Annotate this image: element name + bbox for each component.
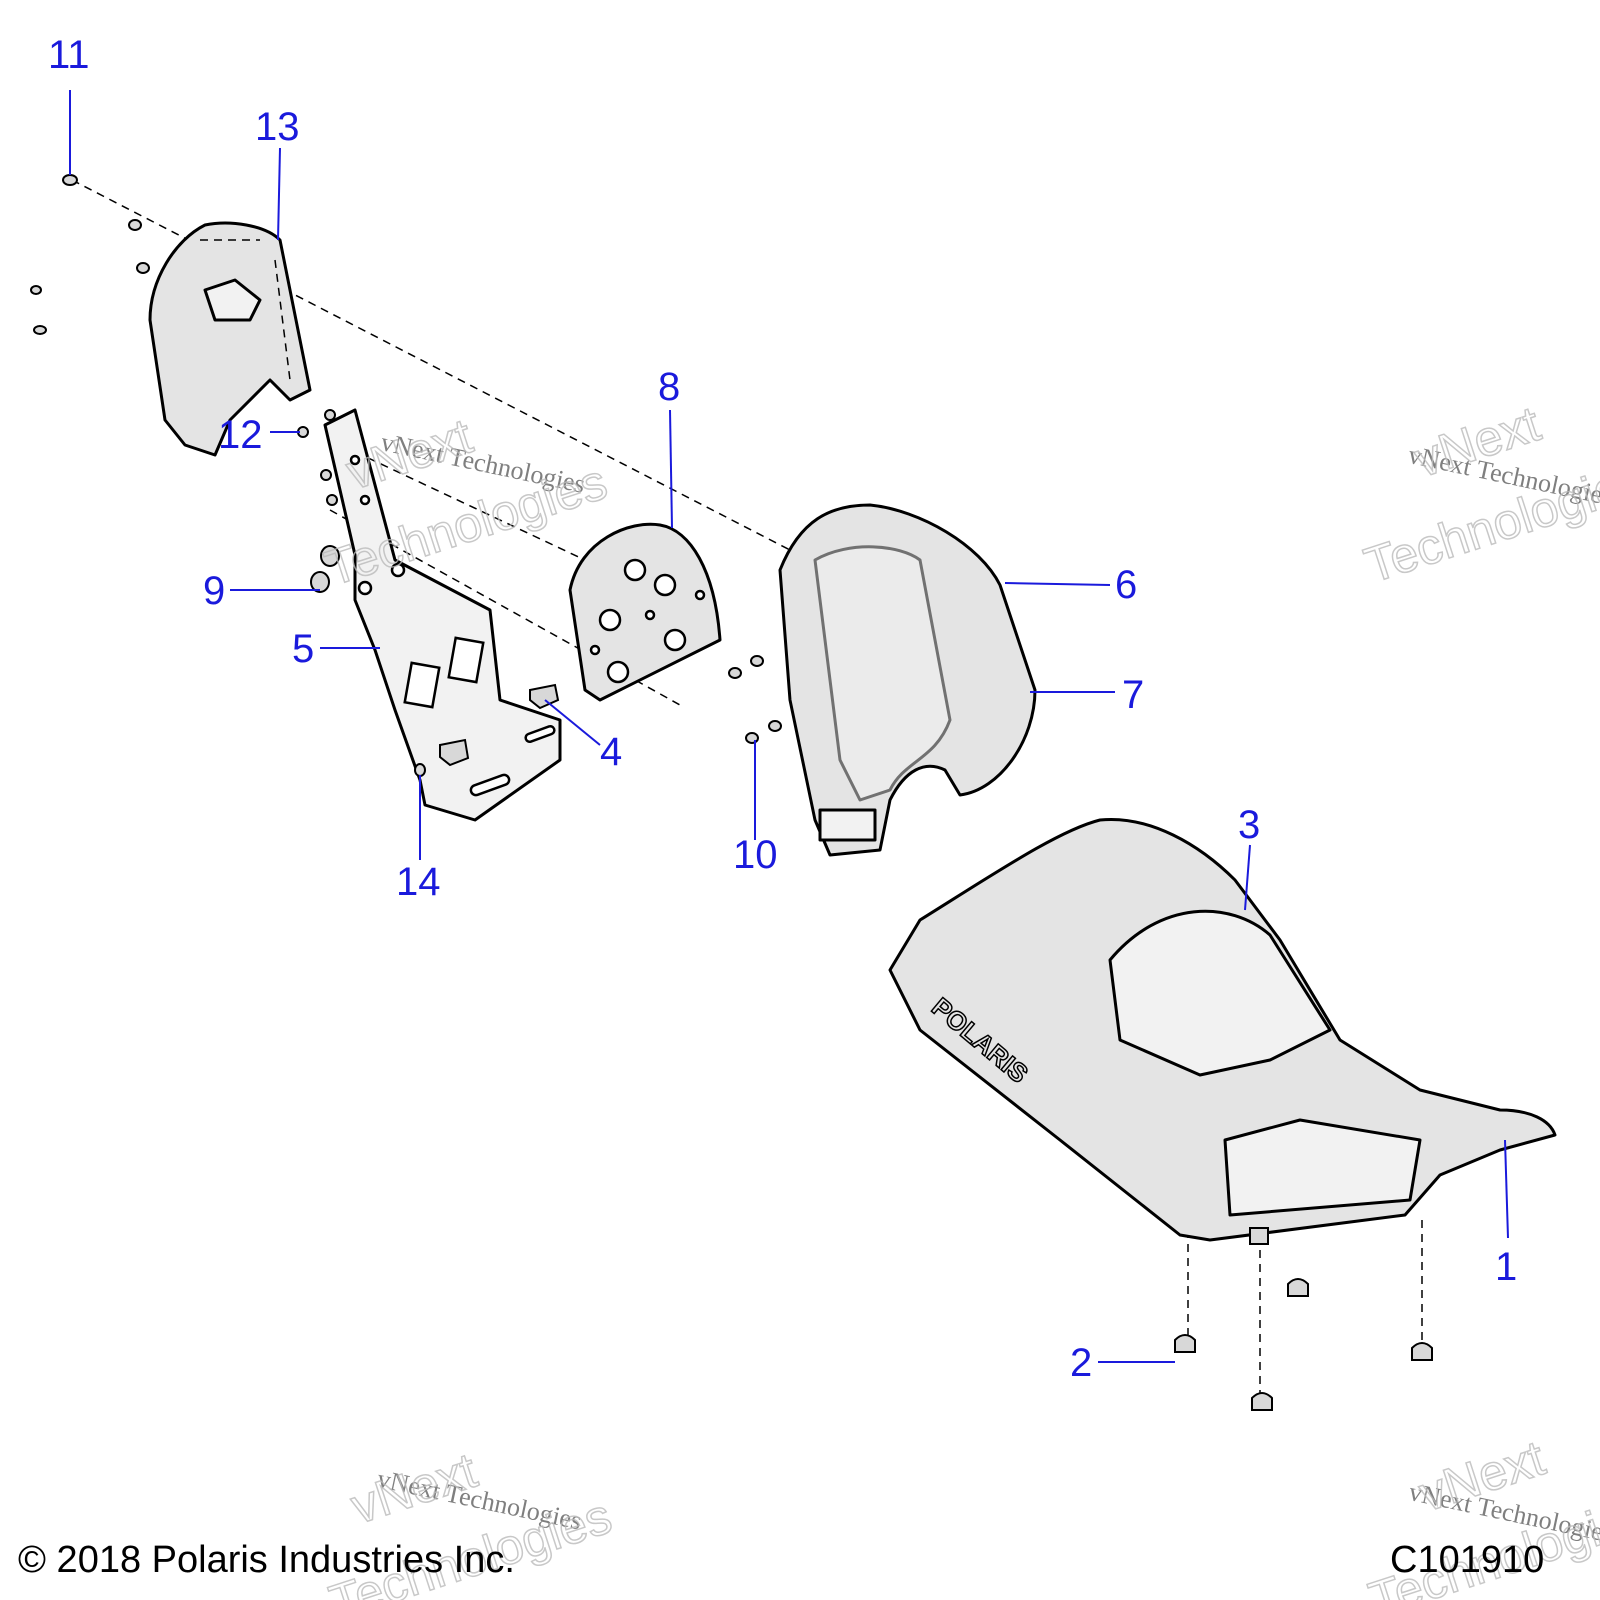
callout-13: 13 (255, 105, 300, 149)
callout-6: 6 (1115, 563, 1137, 607)
mounting-bracket (323, 408, 562, 822)
callout-5: 5 (292, 627, 314, 671)
callout-9: 9 (203, 569, 225, 613)
callout-11: 11 (48, 33, 90, 77)
backrest-plate (568, 522, 722, 702)
watermark-4: vNext Technologies (1357, 395, 1600, 595)
watermark-word: vNext (344, 1442, 483, 1535)
callouts: 11 13 12 8 9 5 4 6 7 10 14 3 1 2 (48, 33, 1517, 1385)
callout-12: 12 (218, 413, 263, 457)
watermark-word: vNext (340, 408, 479, 501)
callout-1: 1 (1495, 1245, 1517, 1289)
screws-10 (728, 655, 782, 744)
backrest-rear-cover (148, 221, 312, 457)
nuts-12 (297, 409, 338, 506)
diagram-code: C101910 (1390, 1539, 1544, 1581)
callout-3: 3 (1238, 803, 1260, 847)
callout-14: 14 (396, 860, 441, 904)
leader-lines (69, 90, 1509, 1363)
latches-4 (439, 683, 560, 767)
seat-nuts-2 (1174, 1227, 1433, 1411)
grommets-9 (310, 545, 340, 593)
screw-14 (414, 763, 426, 777)
callout-2: 2 (1070, 1341, 1092, 1385)
backrest-cushion (778, 503, 1037, 857)
callout-4: 4 (600, 730, 622, 774)
screws-11 (30, 174, 150, 335)
copyright-text: © 2018 Polaris Industries Inc. (18, 1539, 515, 1581)
callout-8: 8 (658, 365, 680, 409)
callout-10: 10 (733, 833, 778, 877)
callout-7: 7 (1122, 673, 1144, 717)
seat: POLARIS (888, 817, 1557, 1242)
